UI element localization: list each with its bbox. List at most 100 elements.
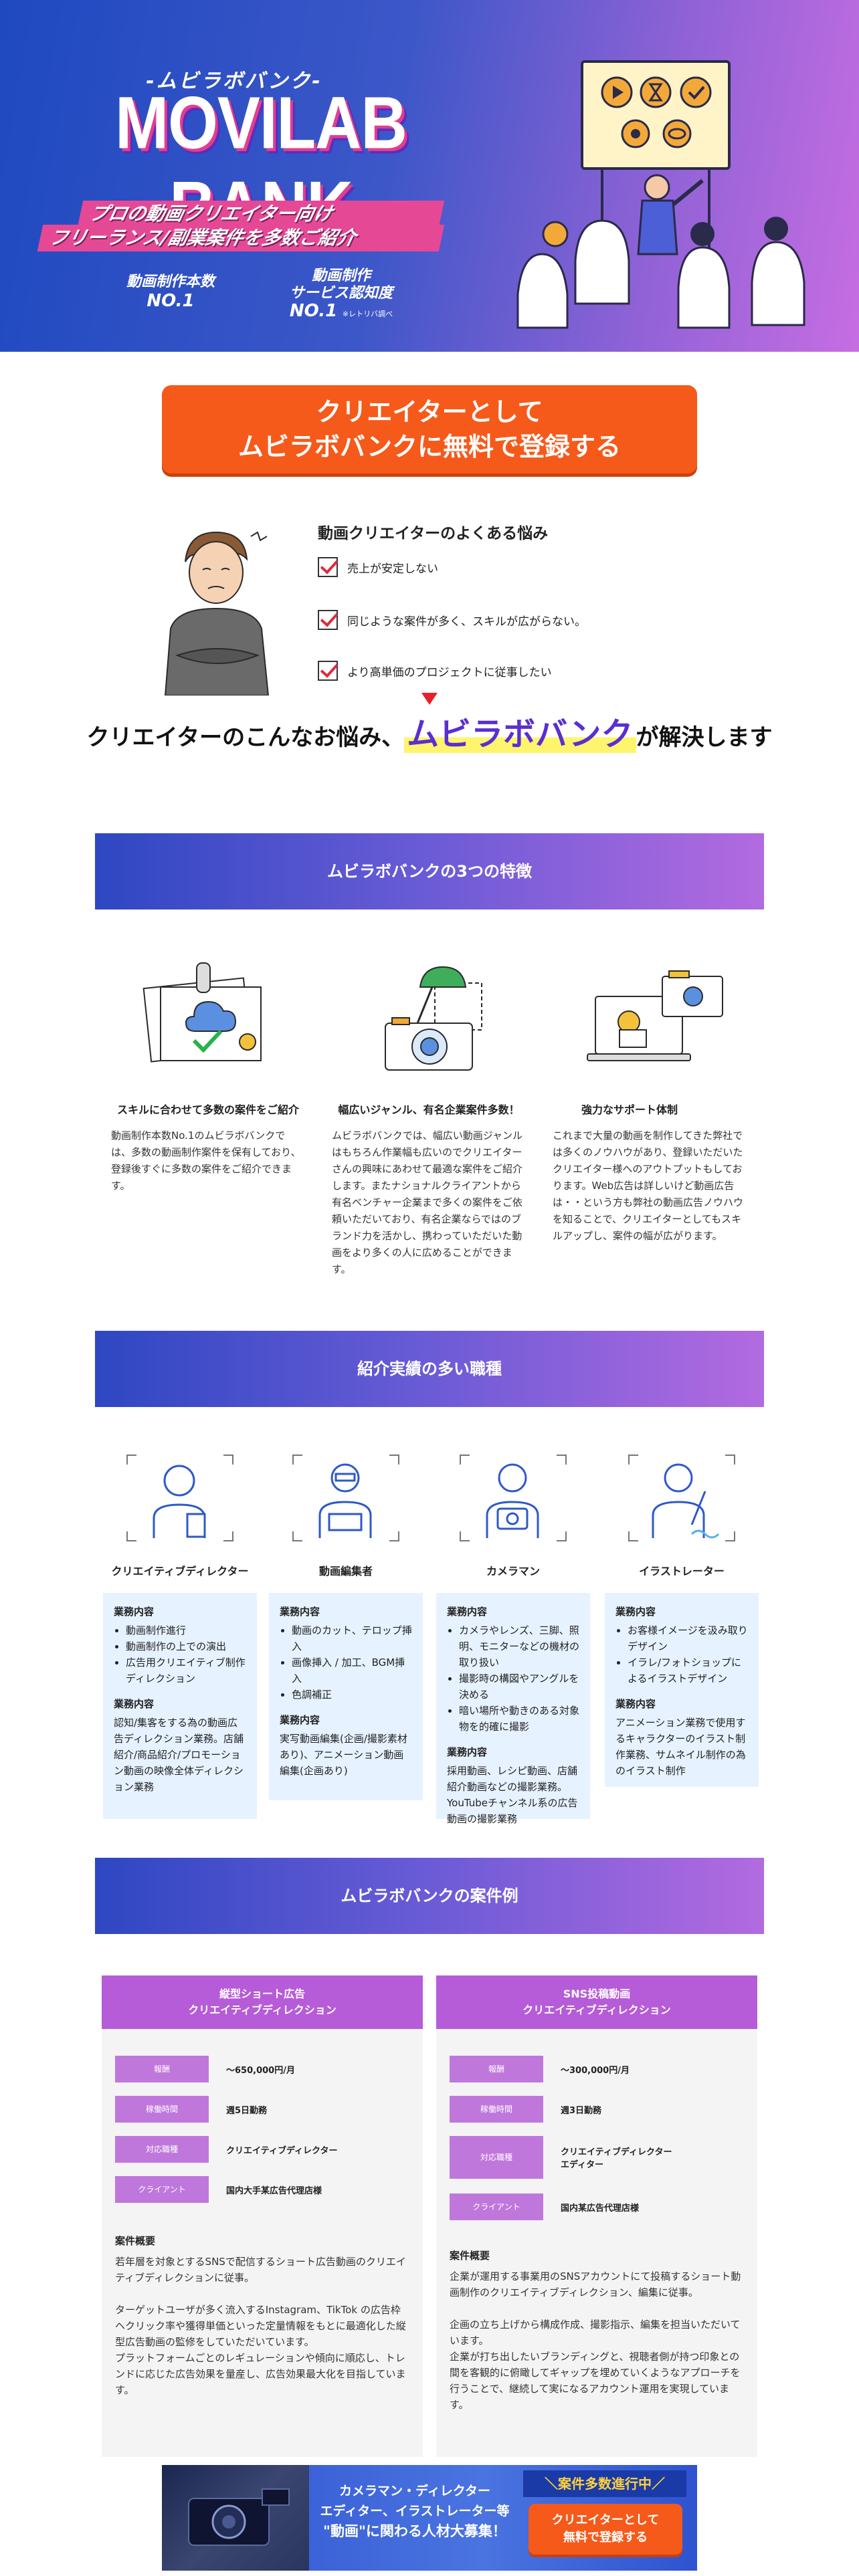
cases-banner: ムビラボバンクの案件例 [95, 1858, 764, 1934]
job-card-heading: 業務内容 [280, 1714, 320, 1726]
job-card: 業務内容 動画のカット、テロップ挿入 画像挿入 / 加工、BGM挿入 色調補正 … [269, 1593, 423, 1800]
job-duty-item: 動画制作進行 [126, 1622, 246, 1638]
hero-section: -ムビラボバンク- MOVILAB BANK プロの動画クリエイター向け フリー… [0, 0, 859, 352]
case-row-hours: 稼働時間 週5日勤務 [115, 2096, 267, 2123]
job-card-heading: 業務内容 [114, 1698, 155, 1710]
job-name: 動画編集者 [318, 1565, 373, 1578]
case-tag: 稼働時間 [115, 2096, 209, 2123]
case-row-role: 対応職種 クリエイティブディレクター [115, 2136, 338, 2163]
job-name: クリエイティブディレクター [111, 1565, 249, 1578]
meeting-illustration [516, 60, 805, 329]
case-value: クリエイティブディレクター エディター [561, 2147, 672, 2170]
sticky-register-button[interactable]: クリエイターとして 無料で登録する [529, 2504, 682, 2555]
case-value: クリエイティブディレクター [226, 2145, 338, 2156]
job-card: 業務内容 お客様イメージを汲み取りデザイン イラレ/フォトショップによるイラスト… [605, 1593, 759, 1787]
job-duty-item: 撮影時の構図やアングルを決める [459, 1671, 579, 1703]
sticky-line1: カメラマン・ディレクター [339, 2484, 490, 2498]
case-card-header: SNS投稿動画 クリエイティブディレクション [436, 1975, 757, 2029]
solve-brand: ムビラボバンク [404, 716, 636, 753]
case-title-line1: SNS投稿動画 [563, 1988, 631, 2000]
sticky-line3: "動画"に関わる人材大募集！ [323, 2523, 506, 2539]
worry-item: より高単価のプロジェクトに従事したい [318, 661, 552, 681]
job-name: カメラマン [486, 1565, 540, 1578]
cameraman-icon [460, 1455, 567, 1541]
sticky-btn-line1: クリエイターとして [551, 2513, 660, 2527]
case-summary-heading: 案件概要 [115, 2235, 156, 2247]
camera-photo [162, 2465, 309, 2571]
video-camera-icon [188, 2488, 290, 2546]
job-duty-item: イラレ/フォトショップによるイラストデザイン [628, 1654, 748, 1687]
director-icon [126, 1455, 233, 1541]
stat1-value: NO.1 [147, 291, 195, 311]
case-row-hours: 稼働時間 週3日勤務 [450, 2096, 601, 2123]
arrow-down-icon [421, 693, 438, 705]
job-duty-item: カメラやレンズ、三脚、照明、モニターなどの機材の取り扱い [459, 1622, 579, 1671]
stat2-label1: 動画制作 [311, 267, 371, 284]
job-card-text: アニメーション業務で使用するキャラクターのイラスト制作業務、サムネイル制作の為の… [615, 1717, 746, 1777]
hero-stat-production: 動画制作本数 NO.1 [94, 273, 248, 310]
case-tag: 報酬 [115, 2056, 209, 2082]
job-card: 業務内容 動画制作進行 動画制作の上での演出 広告用クリエイティブ制作ディレクシ… [103, 1593, 257, 1819]
documents-cloud-icon [142, 962, 262, 1063]
cta-line1: クリエイターとして [316, 397, 543, 427]
case-row-reward: 報酬 〜300,000円/月 [450, 2056, 630, 2082]
case-value: 国内大手某広告代理店様 [226, 2185, 322, 2196]
job-card-heading: 業務内容 [114, 1606, 155, 1618]
case-tag: 対応職種 [115, 2136, 209, 2163]
check-icon [318, 610, 338, 630]
solve-before: クリエイターのこんなお悩み、 [86, 724, 405, 751]
worry-item: 同じような案件が多く、スキルが広がらない。 [318, 610, 586, 630]
hero-subtitle: -ムビラボバンク- [146, 70, 322, 93]
case-value: 国内某広告代理店様 [561, 2203, 640, 2214]
case-title-line2: クリエイティブディレクション [522, 2004, 671, 2016]
hero-ribbon-line1: プロの動画クリエイター向け [77, 201, 445, 227]
job-duty-item: 動画のカット、テロップ挿入 [292, 1622, 412, 1654]
case-tag: 報酬 [450, 2056, 543, 2082]
job-duty-item: 色調補正 [292, 1687, 412, 1703]
worries-title: 動画クリエイターのよくある悩み [318, 525, 549, 542]
illustrator-icon [628, 1455, 735, 1541]
cta-line2: ムビラボバンクに無料で登録する [238, 432, 621, 461]
worried-man-illustration [164, 531, 270, 695]
case-card: SNS投稿動画 クリエイティブディレクション 報酬 〜300,000円/月 稼働… [436, 1975, 757, 2457]
worry-item-text: より高単価のプロジェクトに従事したい [347, 665, 552, 679]
case-value: 週5日勤務 [226, 2105, 268, 2116]
features-banner: ムビラボバンクの3つの特徴 [95, 833, 764, 909]
job-card-heading: 業務内容 [447, 1746, 488, 1758]
job-duty-item: 動画制作の上での演出 [126, 1638, 246, 1654]
case-title-line1: 縦型ショート広告 [219, 1988, 305, 2000]
case-value: 〜300,000円/月 [561, 2065, 630, 2076]
worry-item-text: 同じような案件が多く、スキルが広がらない。 [347, 615, 586, 629]
case-summary: 企業が運用する事業用のSNSアカウントにて投稿するショート動画制作のクリエイティ… [450, 2270, 741, 2411]
sticky-text: カメラマン・ディレクター エディター、イラストレーター等 "動画"に関わる人材大… [314, 2481, 515, 2541]
feature-body: 動画制作本数No.1のムビラボバンクでは、多数の動画制作案件を保有しており、登録… [111, 1130, 301, 1192]
stat2-note: ※レトリバ調べ [342, 310, 393, 318]
camera-lamp-icon [385, 966, 482, 1071]
feature-title: 幅広いジャンル、有名企業案件多数！ [338, 1103, 520, 1116]
worry-item: 売上が安定しない [318, 557, 438, 577]
case-row-client: クライアント 国内某広告代理店様 [450, 2193, 639, 2220]
case-tag: クライアント [450, 2193, 543, 2220]
case-title-line2: クリエイティブディレクション [188, 2004, 337, 2016]
case-row-client: クライアント 国内大手某広告代理店様 [115, 2176, 322, 2203]
solve-after: が解決します [636, 724, 773, 751]
job-card-text: 認知/集客をする為の動画広告ディレクション業務。店舗紹介/商品紹介/プロモーショ… [114, 1717, 244, 1793]
job-duty-item: お客様イメージを汲み取りデザイン [628, 1622, 748, 1654]
job-card: 業務内容 カメラやレンズ、三脚、照明、モニターなどの機材の取り扱い 撮影時の構図… [436, 1593, 590, 1825]
check-icon [318, 557, 338, 577]
job-duty-item: 暗い場所や動きのある対象物を的確に撮影 [459, 1703, 579, 1735]
sticky-cta-banner[interactable]: カメラマン・ディレクター エディター、イラストレーター等 "動画"に関わる人材大… [162, 2465, 697, 2571]
solve-headline: クリエイターのこんなお悩み、ムビラボバンクが解決します [0, 708, 859, 754]
job-duty-item: 画像挿入 / 加工、BGM挿入 [292, 1654, 412, 1687]
case-card-header: 縦型ショート広告 クリエイティブディレクション [102, 1975, 423, 2029]
editor-icon [292, 1455, 399, 1541]
case-tag: 対応職種 [450, 2136, 543, 2179]
stat1-label: 動画制作本数 [126, 274, 215, 290]
laptop-camera-icon [587, 970, 723, 1061]
stat2-value: NO.1 [289, 301, 338, 321]
case-value: 〜650,000円/月 [226, 2065, 295, 2076]
stat2-label2: サービス認知度 [289, 285, 393, 302]
case-tag: クライアント [115, 2176, 209, 2203]
sticky-btn-line2: 無料で登録する [563, 2531, 648, 2545]
register-cta-button[interactable]: クリエイターとして ムビラボバンクに無料で登録する [162, 385, 697, 473]
